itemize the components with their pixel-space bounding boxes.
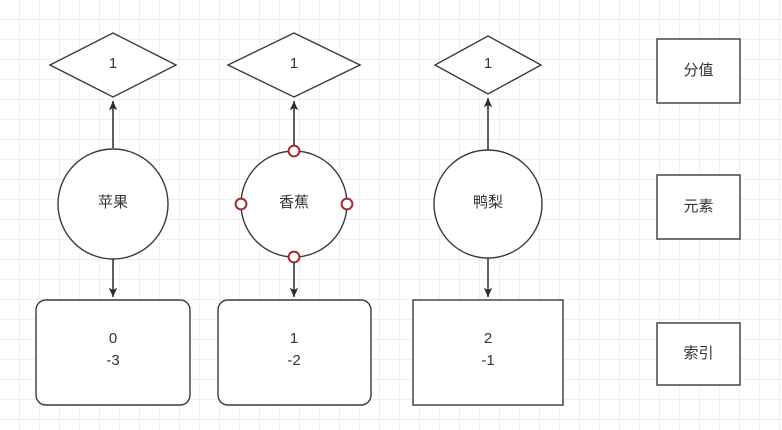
legend-box-index[interactable] <box>656 322 741 386</box>
index-rect-banana[interactable] <box>217 299 372 406</box>
element-circle-pear[interactable] <box>433 149 543 259</box>
column-banana-group <box>217 32 372 406</box>
index-rect-pear[interactable] <box>412 299 564 406</box>
column-pear-group <box>412 35 564 406</box>
element-circle-apple[interactable] <box>57 148 169 260</box>
legend-box-element[interactable] <box>656 174 741 240</box>
column-apple-group <box>35 32 191 406</box>
connection-handle-east[interactable] <box>340 197 354 211</box>
score-diamond-pear[interactable] <box>433 35 543 95</box>
element-circle-banana[interactable] <box>240 150 348 258</box>
connection-handle-south[interactable] <box>287 250 301 264</box>
connection-handle-west[interactable] <box>234 197 248 211</box>
score-diamond-banana[interactable] <box>226 32 362 98</box>
legend-box-score[interactable] <box>656 38 741 104</box>
connection-handle-north[interactable] <box>287 144 301 158</box>
index-rect-apple[interactable] <box>35 299 191 406</box>
score-diamond-apple[interactable] <box>48 32 178 98</box>
